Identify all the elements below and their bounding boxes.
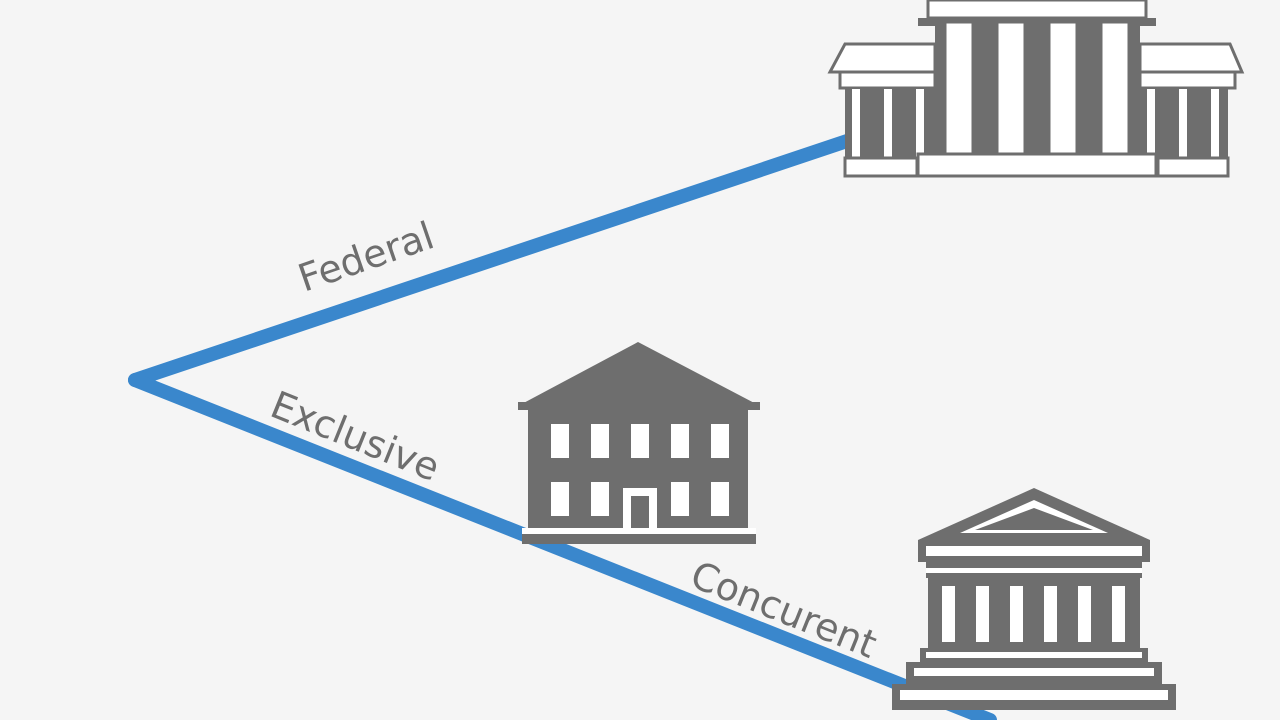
state-office-building-icon: [518, 342, 760, 544]
exclusive-concurrent-branch-line: [128, 373, 997, 720]
courthouse-building-icon: [892, 488, 1176, 710]
federal-branch-line: [128, 133, 857, 387]
federal-capitol-building-icon: [827, 0, 1245, 178]
